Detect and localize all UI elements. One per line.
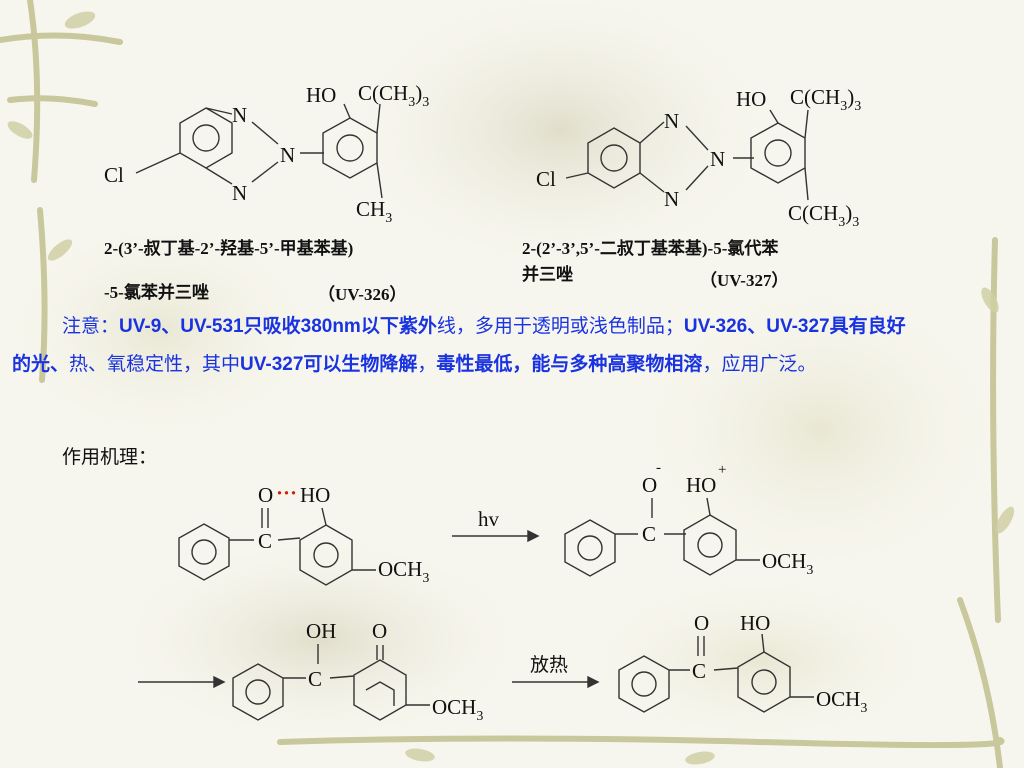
uv327-structure xyxy=(565,109,809,201)
uv327-cl-label: Cl xyxy=(536,167,556,191)
note-normal-2: 热、氧稳定性，其中 xyxy=(69,354,241,375)
uv327-n3-label: N xyxy=(664,187,679,211)
hydrogen-bond-dots: ··· xyxy=(276,481,297,505)
uv326-ho-label: HO xyxy=(306,83,336,107)
benzene-ring xyxy=(750,122,806,184)
mech-excited-ho-label: HO xyxy=(686,473,716,497)
note-bold-1: UV-9、UV-531只吸收380nm以下紫外 xyxy=(119,316,437,337)
mech-excited-o-label: O xyxy=(642,473,657,497)
uv326-n1-label: N xyxy=(232,103,247,127)
benzene-ring xyxy=(322,117,378,179)
leaf-decoration xyxy=(7,11,1015,765)
mech-product-och3-label: OCH3 xyxy=(816,687,867,716)
arrow-hv xyxy=(452,529,540,543)
benzene-ring xyxy=(683,514,737,576)
uv327-code: （UV-327） xyxy=(700,271,789,290)
benzene-ring xyxy=(232,663,284,721)
note-bold-2: UV-326、UV-327具有良好的光、 xyxy=(12,316,906,375)
mech-enol-och3-label: OCH3 xyxy=(432,695,483,724)
uv327-tbu1-label: C(CH3)3 xyxy=(790,85,861,114)
exothermic-label: 放热 xyxy=(530,654,568,676)
note-bold-3: UV-327可以生物降解 xyxy=(240,354,418,375)
mech-reactant-o-label: O xyxy=(258,483,273,507)
mech-excited-och3-label: OCH3 xyxy=(762,549,813,578)
mechanism-title: 作用机理： xyxy=(62,447,158,468)
mech-enol-o-label: O xyxy=(372,619,387,643)
uv326-name-line2: -5-氯苯并三唑 xyxy=(104,283,209,302)
uv326-n2-label: N xyxy=(280,143,295,167)
mech-product-ho-label: HO xyxy=(740,611,770,635)
arrow-step2 xyxy=(138,675,226,689)
uv326-name-line1: 2-(3’-叔丁基-2’-羟基-5’-甲基苯基) xyxy=(104,239,354,258)
mech-product-c-label: C xyxy=(692,659,706,683)
uv327-n2-label: N xyxy=(710,147,725,171)
note-normal-4: ，应用广泛。 xyxy=(702,354,817,375)
uv326-n3-label: N xyxy=(232,181,247,205)
mech-reactant-och3-label: OCH3 xyxy=(378,557,429,586)
benzene-ring xyxy=(179,107,233,169)
uv326-cl-label: Cl xyxy=(104,163,124,187)
uv327-name-line1: 2-(2’-3’,5’-二叔丁基苯基)-5-氯代苯 xyxy=(522,239,779,258)
uv326-tbu-label: C(CH3)3 xyxy=(358,81,429,110)
flower-blur xyxy=(0,210,330,450)
uv327-ho-label: HO xyxy=(736,87,766,111)
mech-product-o-label: O xyxy=(694,611,709,635)
note-normal-1: 线，多用于透明或浅色制品； xyxy=(436,316,684,337)
mech-excited xyxy=(564,497,760,577)
benzene-ring xyxy=(564,519,616,577)
ketone-ring xyxy=(353,659,407,721)
plus-charge: + xyxy=(718,462,726,478)
mech-reactant-c-label: C xyxy=(258,529,272,553)
uv326-code: （UV-326） xyxy=(318,285,407,304)
mech-enol-c-label: C xyxy=(308,667,322,691)
benzene-ring xyxy=(618,655,670,713)
flower-blur xyxy=(570,570,950,750)
note-paragraph: 注意：UV-9、UV-531只吸收380nm以下紫外线，多用于透明或浅色制品；U… xyxy=(12,308,917,384)
hv-label: hv xyxy=(478,507,500,531)
minus-charge: - xyxy=(656,460,661,476)
uv326-ch3-label: CH3 xyxy=(356,197,392,226)
flower-blur xyxy=(100,530,540,750)
uv327-tbu2-label: C(CH3)3 xyxy=(788,201,859,230)
uv327-n1-label: N xyxy=(664,109,679,133)
mech-excited-c-label: C xyxy=(642,522,656,546)
arrow-exothermic xyxy=(512,675,600,689)
benzene-ring xyxy=(178,523,230,581)
mech-reactant xyxy=(178,507,376,586)
benzene-ring xyxy=(299,524,353,586)
benzene-ring xyxy=(587,127,641,189)
flower-blur xyxy=(330,0,790,280)
note-bold-4: 毒性最低，能与多种高聚物相溶 xyxy=(436,354,703,375)
note-prefix: 注意： xyxy=(62,316,120,337)
benzene-ring xyxy=(737,651,791,713)
flower-blur xyxy=(620,270,1020,590)
uv327-name-line2: 并三唑 xyxy=(522,265,573,284)
mech-reactant-ho-label: HO xyxy=(300,483,330,507)
uv326-structure xyxy=(135,103,383,199)
mech-enol xyxy=(232,644,430,721)
mech-enol-oh-label: OH xyxy=(306,619,336,643)
note-normal-3: ， xyxy=(417,354,437,375)
mech-product xyxy=(618,633,814,713)
